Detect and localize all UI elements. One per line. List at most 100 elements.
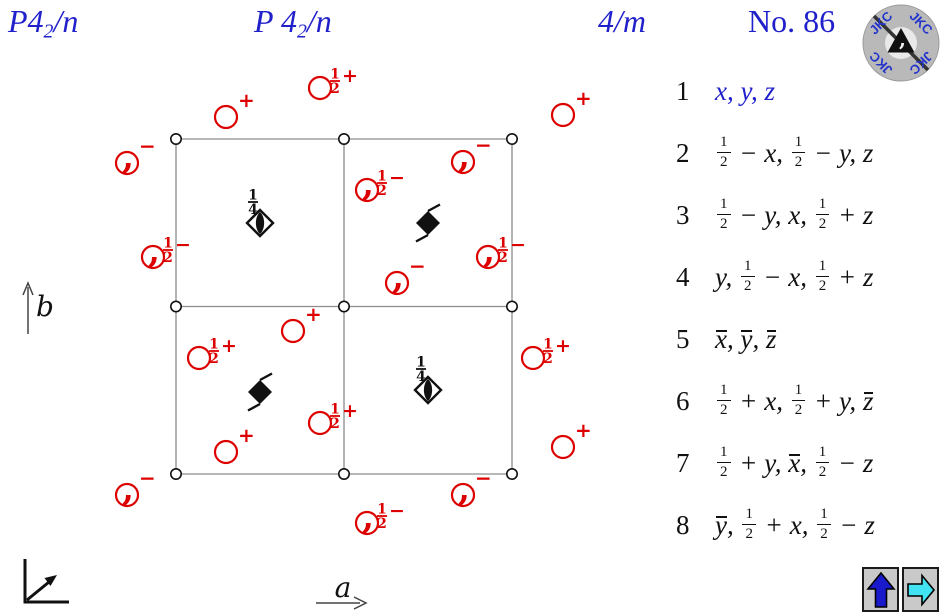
atom-comma-circle — [114, 150, 140, 176]
screw-axis-tail — [247, 402, 261, 412]
atom-height-label: + — [221, 335, 237, 357]
atom-height-label: + — [555, 335, 571, 357]
overbar-variable: x — [788, 447, 801, 478]
inversion-center-node — [337, 133, 350, 146]
atom-comma-glyph: , — [483, 232, 495, 272]
nav-buttons — [862, 567, 939, 612]
atom-height-label: 2 — [377, 183, 387, 199]
nav-up-button[interactable] — [862, 567, 899, 612]
atom-height-label: − — [139, 466, 156, 490]
atom-circle — [186, 345, 212, 371]
nav-next-button[interactable] — [902, 567, 939, 612]
atom-comma-circle — [450, 482, 476, 508]
atom-height-label: − — [175, 234, 191, 256]
atom-height-label: 1 — [209, 337, 219, 353]
atom-circle — [280, 318, 306, 344]
atom-height-label: 2 — [377, 516, 387, 532]
point-group-label: 4/m — [598, 3, 646, 39]
symmetry-op-expression: x, y, z — [715, 75, 775, 106]
atom-circle — [520, 345, 546, 371]
up-arrow-icon — [865, 571, 896, 608]
quarter-height-label: 4 — [416, 369, 426, 385]
atom-comma-circle — [450, 149, 476, 175]
overbar-variable: z — [862, 385, 874, 416]
inversion-center-node — [337, 300, 350, 313]
atom-comma-circle — [140, 244, 166, 270]
screw-axis-tail — [427, 203, 441, 213]
overbar-variable: y — [715, 509, 727, 540]
quarter-height-label: 4 — [248, 202, 258, 218]
inversion-center-node — [170, 467, 183, 480]
atom-comma-glyph: , — [458, 137, 470, 177]
a-axis-label: a — [335, 571, 352, 604]
quarter-height-label: 1 — [416, 355, 426, 371]
atom-height-label: 2 — [163, 250, 173, 266]
atom-height-label: 2 — [543, 351, 553, 367]
atom-height-label: + — [238, 423, 255, 447]
b-axis-arrowhead — [22, 281, 34, 296]
quarter-height-label: 1 — [248, 188, 258, 204]
atom-circle — [213, 439, 239, 465]
screw-axis-tail — [415, 233, 429, 243]
atom-height-label: 1 — [163, 236, 173, 252]
symmetry-op-expression: x, y, z — [715, 323, 777, 354]
space-group-full-symbol: P 42/n — [254, 3, 332, 43]
atom-height-label: + — [342, 65, 358, 87]
atom-comma-glyph: , — [122, 470, 134, 510]
symmetry-op-number: 7 — [676, 447, 690, 478]
space-group-short-symbol: P42/n — [8, 3, 79, 43]
a-axis-arrowhead — [353, 596, 368, 610]
origin-c-axis-arrowhead — [44, 575, 57, 586]
inversion-center-node — [170, 300, 183, 313]
atom-height-label: 1 — [330, 402, 340, 418]
atom-height-label: − — [475, 466, 492, 490]
atom-comma-glyph: , — [362, 165, 374, 205]
jkc-logo[interactable]: , JKC JKC JKC JKC — [860, 2, 942, 84]
atom-height-label: − — [389, 167, 405, 189]
atom-height-label: 1 — [498, 236, 508, 252]
symmetry-op-number: 3 — [676, 199, 690, 230]
inversion-center-node — [170, 133, 183, 146]
atom-height-label: − — [510, 234, 526, 256]
atom-comma-circle — [354, 177, 380, 203]
atom-height-label: 1 — [330, 67, 340, 83]
atom-height-label: 2 — [498, 250, 508, 266]
atom-height-label: − — [475, 133, 492, 157]
symmetry-op-number: 1 — [676, 75, 690, 106]
atom-height-label: + — [342, 400, 358, 422]
logo-triangle-icon — [887, 28, 915, 53]
atom-comma-glyph: , — [458, 470, 470, 510]
atom-height-label: + — [305, 302, 322, 326]
twofold-lens-icon — [255, 212, 265, 234]
logo-comma-icon: , — [899, 27, 906, 51]
atom-circle — [307, 410, 333, 436]
atom-comma-glyph: , — [148, 232, 160, 272]
overbar-variable: x — [715, 323, 727, 354]
atom-comma-glyph: , — [122, 138, 134, 178]
atom-comma-circle — [475, 244, 501, 270]
atom-height-label: 1 — [377, 502, 387, 518]
atom-comma-glyph: , — [362, 498, 374, 538]
atom-circle — [307, 75, 333, 101]
